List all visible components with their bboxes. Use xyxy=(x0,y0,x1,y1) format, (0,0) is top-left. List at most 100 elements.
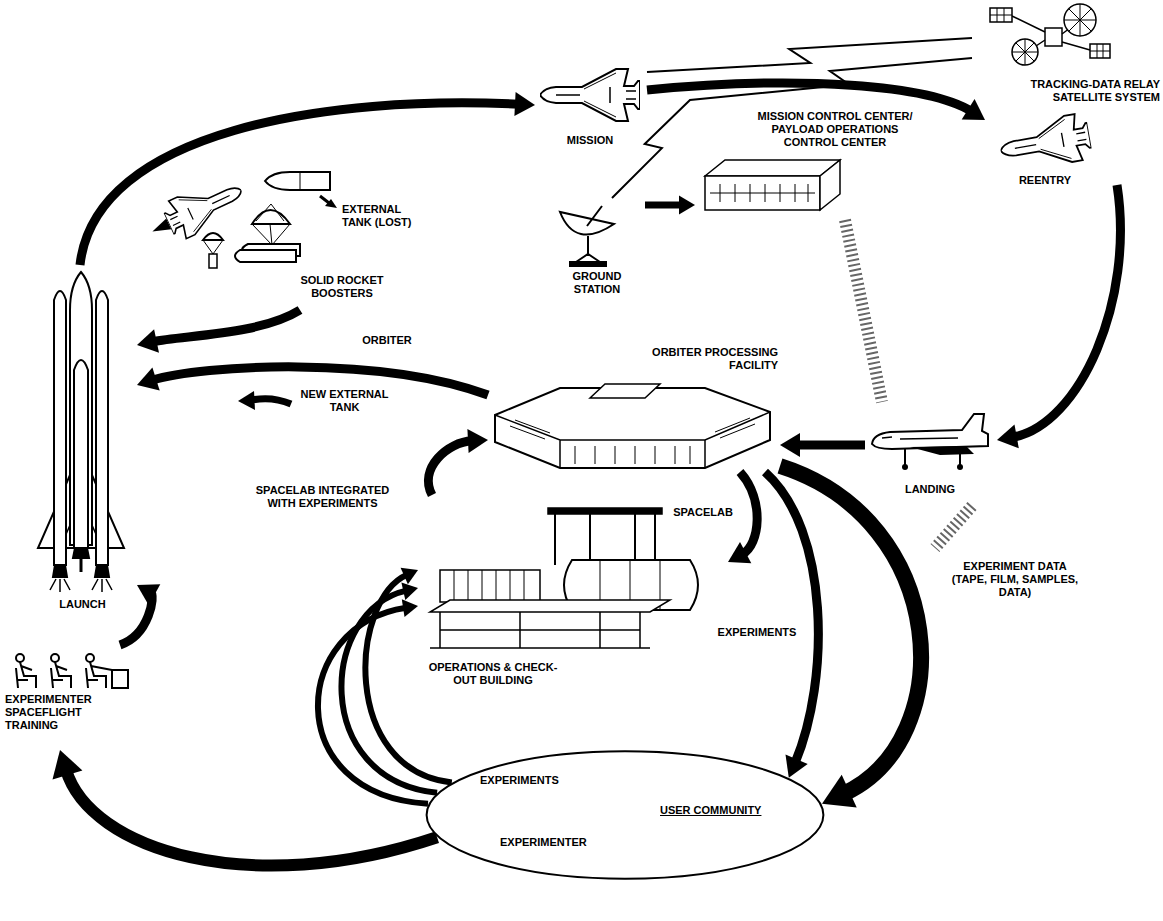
edge-label: EXPERIMENTS xyxy=(712,626,802,639)
launch-stack xyxy=(38,272,124,592)
reentry-orbiter xyxy=(997,112,1094,174)
stage-label: GROUND STATION xyxy=(557,270,637,296)
ground-station-dish xyxy=(560,206,614,266)
flow-arrow xyxy=(80,92,535,265)
tdrs-satellite xyxy=(1064,4,1096,36)
mission-stage: MISSION xyxy=(535,62,647,152)
new-tank-arrow xyxy=(238,391,291,410)
tdrs-satellite xyxy=(990,8,1012,22)
external-tank-lost xyxy=(265,172,337,208)
edge-label: SPACELAB xyxy=(670,506,736,519)
mission-control-building xyxy=(820,160,840,210)
flow-arrow xyxy=(137,310,300,353)
training-figures xyxy=(51,662,71,688)
stage-label: TRACKING-DATA RELAY SATELLITE SYSTEM xyxy=(1000,78,1160,104)
mission-control-center: MISSION CONTROL CENTER/ PAYLOAD OPERATIO… xyxy=(695,108,930,215)
training-figures xyxy=(86,662,112,688)
external-tank-lost xyxy=(300,172,301,190)
mission-orbiter xyxy=(540,69,640,121)
srb-recovery xyxy=(256,204,284,221)
new-tank-arrow xyxy=(252,399,291,404)
orbiter-processing-facility xyxy=(495,388,770,468)
stage-label: EXPERIMENTER SPACEFLIGHT TRAINING xyxy=(5,693,109,732)
training-figures xyxy=(16,662,36,688)
data-band xyxy=(935,506,972,548)
training-figures xyxy=(86,654,94,662)
srb-recovery xyxy=(203,240,223,254)
stage-label: LANDING xyxy=(865,483,995,496)
training-figures xyxy=(16,654,24,662)
external-tank-lost xyxy=(325,199,337,208)
flow-arrow xyxy=(645,202,682,209)
launch-stack xyxy=(53,548,109,577)
flow-arrow xyxy=(780,466,921,808)
launch-stack xyxy=(96,291,108,565)
arrow-head xyxy=(402,599,418,617)
launch-stack xyxy=(50,579,112,592)
external-tank-stage: EXTERNAL TANK (LOST) xyxy=(262,165,434,240)
landing-orbiter xyxy=(872,414,988,455)
flow-arrow xyxy=(153,310,300,342)
stage-label: ORBITER PROCESSING FACILITY xyxy=(628,346,778,372)
arrow-head xyxy=(786,755,808,778)
flow-arrow xyxy=(647,83,972,111)
arrow-head xyxy=(137,329,159,353)
launch-stage: LAUNCH xyxy=(30,265,137,620)
arrow-head xyxy=(401,583,418,601)
edge-label: SPACELAB INTEGRATED WITH EXPERIMENTS xyxy=(245,484,400,510)
orbiter-processing-facility xyxy=(510,418,755,439)
flow-arrow xyxy=(428,429,488,495)
stage-label: OPERATIONS & CHECK-OUT BUILDING xyxy=(418,661,568,687)
arrow-head xyxy=(728,542,751,563)
srb-recovery xyxy=(252,224,290,245)
part-label: NEW EXTERNAL TANK xyxy=(297,388,392,414)
flow-arrow xyxy=(645,195,695,214)
stage-label: USER COMMUNITY xyxy=(660,804,761,817)
checkout-building xyxy=(555,514,655,565)
landing-orbiter xyxy=(905,447,960,465)
satellite-station: TRACKING-DATA RELAY SATELLITE SYSTEM xyxy=(972,2,1162,112)
orbiter-processing-facility xyxy=(590,384,660,398)
arrow-head xyxy=(137,368,160,391)
stage-label: EXPERIMENTER xyxy=(500,836,587,849)
new-tank-arrow xyxy=(238,391,255,410)
user-community-ellipse: EXPERIMENTSUSER COMMUNITYEXPERIMENTER xyxy=(425,750,825,880)
flow-arrow xyxy=(341,591,437,793)
arrow-head xyxy=(822,775,857,808)
checkout-building xyxy=(548,508,662,514)
stage-label: SOLID ROCKET BOOSTERS xyxy=(286,274,398,300)
tdrs-satellite xyxy=(990,4,1110,65)
launch-stack xyxy=(54,291,66,565)
arrow-head xyxy=(467,429,488,453)
stage-label: REENTRY xyxy=(975,174,1115,187)
flow-arrow xyxy=(120,584,160,645)
reentry-stage: REENTRY xyxy=(975,120,1117,192)
tdrs-satellite xyxy=(1090,44,1110,58)
srb-recovery xyxy=(203,233,223,240)
stage-label: LAUNCH xyxy=(30,598,135,611)
checkout-building xyxy=(440,570,540,602)
orbiter-processing-facility xyxy=(495,412,770,468)
srb-stage: SOLID ROCKET BOOSTERS xyxy=(198,198,400,310)
landing-orbiter xyxy=(957,464,963,470)
data-band xyxy=(845,220,882,402)
stage-label: EXTERNAL TANK (LOST) xyxy=(342,203,427,229)
arrow-head xyxy=(401,568,418,585)
edge-label: ORBITER xyxy=(352,334,422,347)
checkout-building-stage: OPERATIONS & CHECK-OUT BUILDING xyxy=(418,495,728,700)
checkout-building xyxy=(454,570,524,602)
tdrs-satellite xyxy=(1045,28,1062,46)
mission-orbiter xyxy=(540,69,640,121)
srb-recovery xyxy=(209,254,217,268)
training-figures xyxy=(51,654,59,662)
arrow-head xyxy=(53,750,83,779)
tdrs-satellite xyxy=(1012,39,1038,65)
flow-arrow xyxy=(780,433,865,457)
flow-arrow xyxy=(796,441,865,450)
training-stage: EXPERIMENTER SPACEFLIGHT TRAINING xyxy=(5,645,135,750)
ground-station: GROUND STATION xyxy=(550,198,645,305)
ellipse-outline xyxy=(427,751,824,878)
stage-label: MISSION xyxy=(535,134,645,147)
landing-stage: LANDING xyxy=(865,405,997,500)
arrow-head xyxy=(679,195,695,214)
